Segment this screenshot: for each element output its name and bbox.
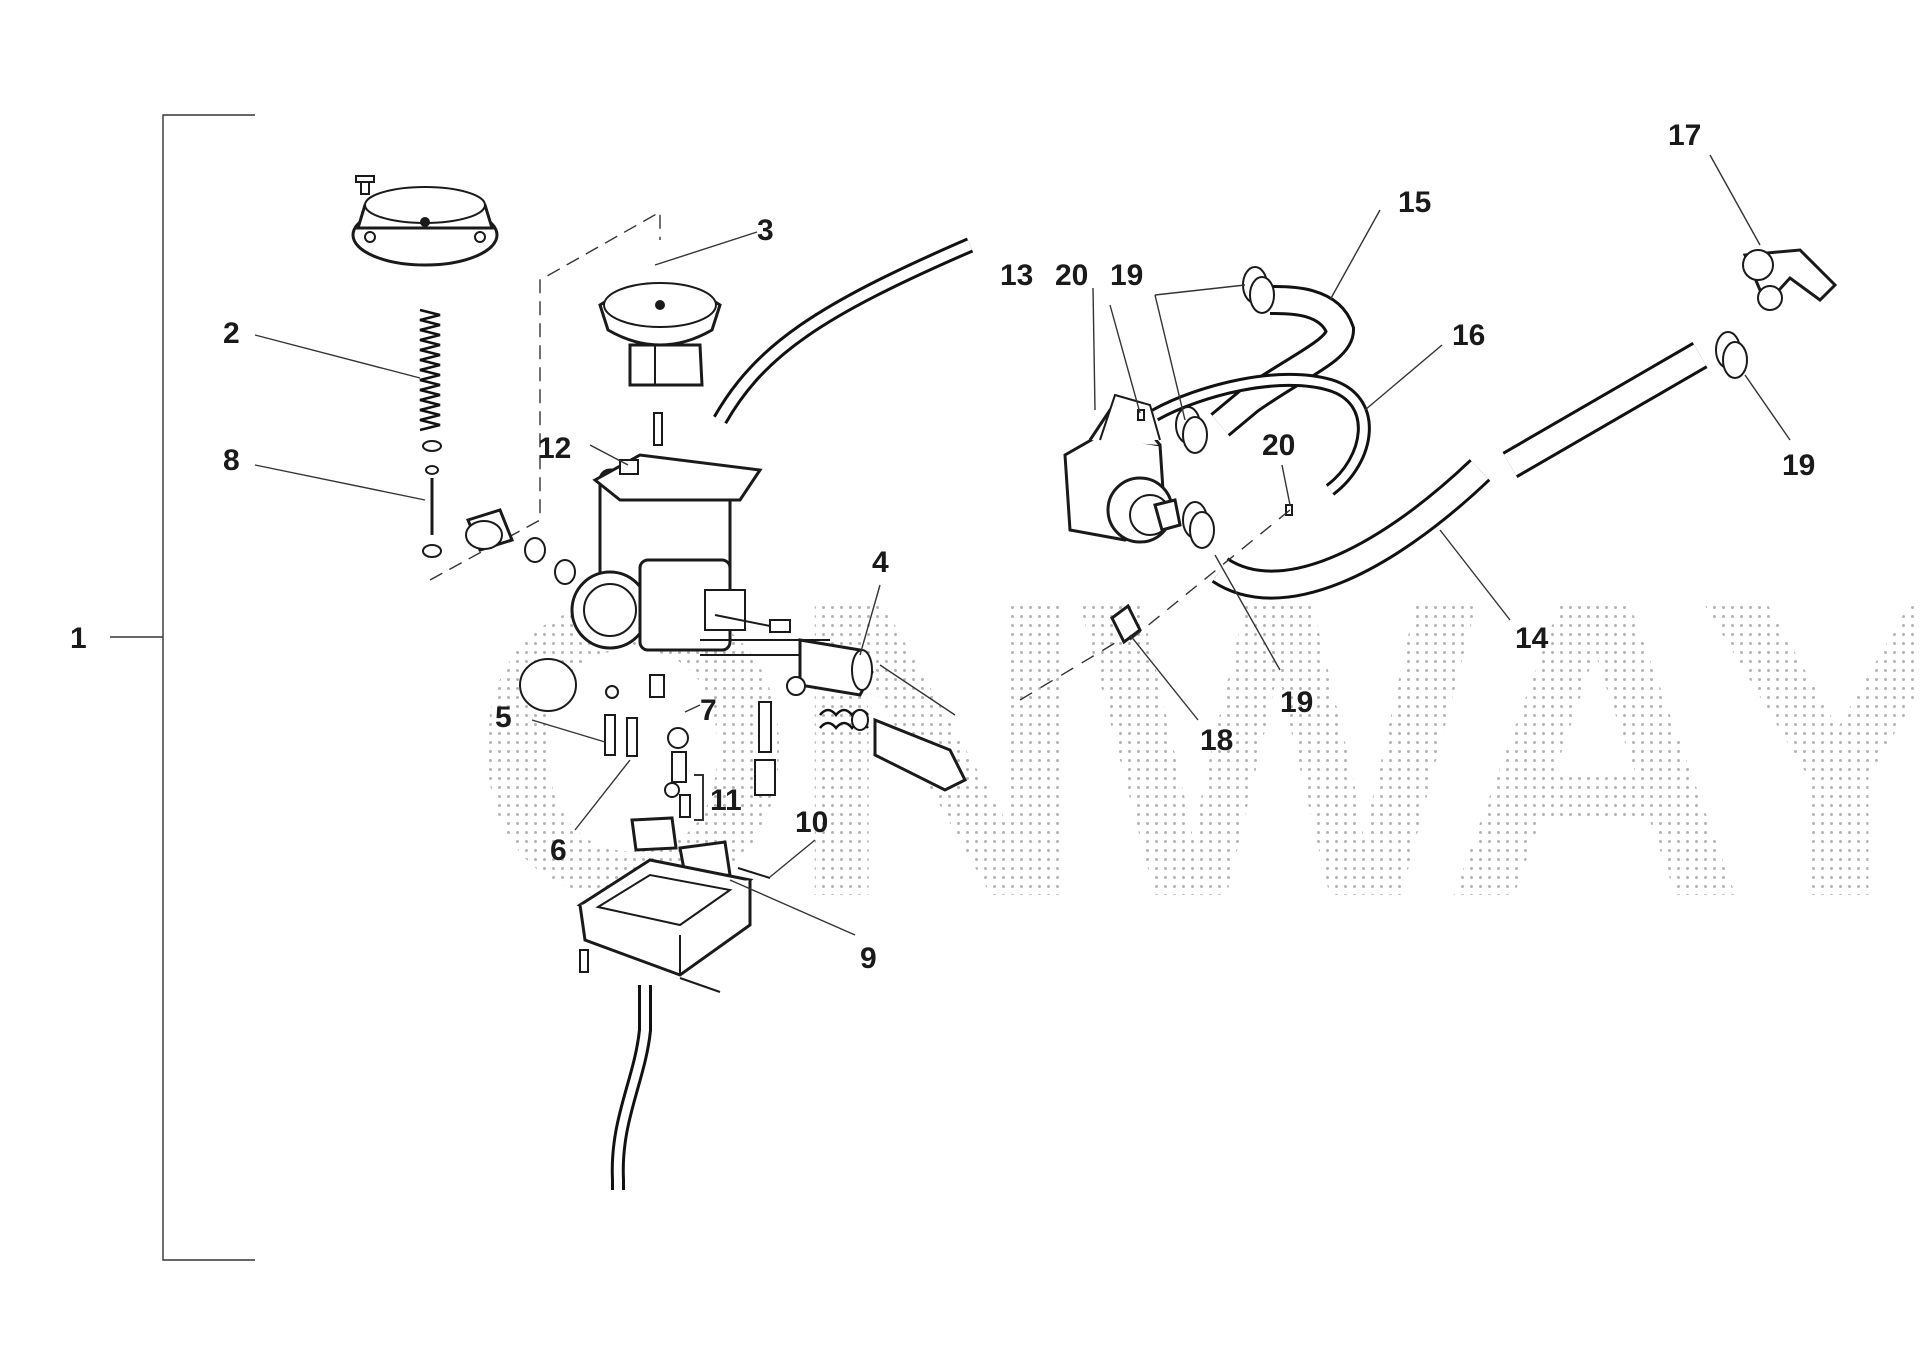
label-17: 17: [1668, 119, 1701, 152]
callout-labels: 1 2 3 4 5 6 7 8 9 10 11 12 13 14 15 16 1…: [70, 119, 1815, 975]
label-4: 4: [872, 546, 889, 579]
label-2: 2: [223, 317, 240, 350]
assembly-bracket: [110, 114, 255, 1261]
label-16: 16: [1452, 319, 1485, 352]
hose-14: [1211, 342, 1708, 600]
label-10: 10: [795, 806, 828, 839]
carburetor-body: [570, 412, 830, 656]
hose-clamps: [1175, 266, 1748, 549]
float-bowl: [576, 816, 754, 993]
label-20-a: 20: [1055, 259, 1088, 292]
air-pump: [1063, 393, 1182, 544]
label-6: 6: [550, 834, 567, 867]
label-11: 11: [710, 784, 742, 817]
slide-spring: [419, 308, 442, 475]
carburetor-top-cover: [351, 175, 499, 267]
label-5: 5: [495, 701, 512, 734]
label-18: 18: [1200, 724, 1233, 757]
label-14: 14: [1515, 622, 1549, 655]
slide-piston: [465, 508, 514, 552]
label-19-b: 19: [1280, 686, 1313, 719]
label-19-c: 19: [1782, 449, 1815, 482]
label-13: 13: [1000, 259, 1033, 292]
leader-lines: [254, 154, 1791, 936]
label-12: 12: [538, 432, 571, 465]
hose-fitting: [1110, 603, 1142, 645]
jets-and-screws: [604, 674, 776, 879]
hose-16: [1151, 372, 1371, 496]
label-9: 9: [860, 942, 877, 975]
vacuum-diaphragm: [598, 282, 722, 387]
label-1: 1: [70, 622, 87, 655]
drain-hose: [610, 985, 652, 1190]
jet-needle: [422, 478, 442, 558]
label-7: 7: [700, 694, 717, 727]
fuel-hose-upper: [713, 237, 974, 424]
label-19-a: 19: [1110, 259, 1143, 292]
throttle-shaft-parts: [519, 537, 968, 792]
hose-15: [1210, 285, 1356, 437]
label-20-b: 20: [1262, 429, 1295, 462]
label-15: 15: [1398, 186, 1431, 219]
label-8: 8: [223, 444, 240, 477]
elbow-fitting: [1742, 248, 1838, 311]
label-3: 3: [757, 214, 774, 247]
